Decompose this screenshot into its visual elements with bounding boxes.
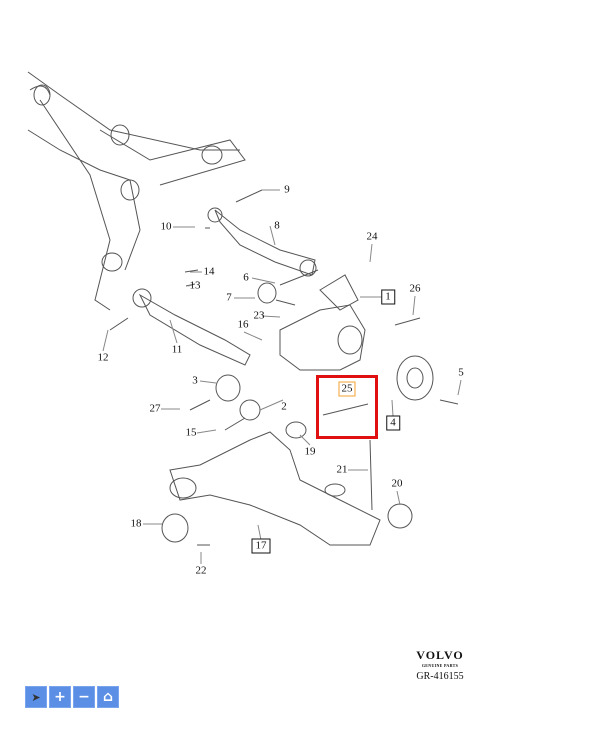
callout-26[interactable]: 26 bbox=[409, 282, 421, 295]
home-button[interactable]: ⌂ bbox=[97, 686, 119, 708]
callout-1[interactable]: 1 bbox=[381, 289, 395, 305]
callout-5[interactable]: 5 bbox=[458, 366, 464, 379]
callout-7[interactable]: 7 bbox=[226, 291, 232, 304]
logo-subtitle: GENUINE PARTS bbox=[421, 663, 459, 668]
callout-13[interactable]: 13 bbox=[189, 279, 201, 292]
callout-8[interactable]: 8 bbox=[274, 219, 280, 232]
logo-brand: VOLVO bbox=[416, 648, 464, 662]
zoom-in-button[interactable]: + bbox=[49, 686, 71, 708]
home-icon: ⌂ bbox=[102, 689, 114, 705]
callout-24[interactable]: 24 bbox=[366, 230, 378, 243]
callout-12[interactable]: 12 bbox=[97, 351, 109, 364]
callout-20[interactable]: 20 bbox=[391, 477, 403, 490]
callout-23[interactable]: 23 bbox=[253, 309, 265, 322]
callout-9[interactable]: 9 bbox=[284, 183, 290, 196]
callout-21[interactable]: 21 bbox=[336, 463, 348, 476]
callout-15[interactable]: 15 bbox=[185, 426, 197, 439]
diagram-toolbar: ➤ + − ⌂ bbox=[25, 686, 119, 708]
callout-4[interactable]: 4 bbox=[386, 415, 400, 431]
cursor-icon: ➤ bbox=[31, 690, 41, 704]
callout-3[interactable]: 3 bbox=[192, 374, 198, 387]
highlight-box bbox=[316, 375, 378, 439]
callout-18[interactable]: 18 bbox=[130, 517, 142, 530]
callout-6[interactable]: 6 bbox=[243, 271, 249, 284]
callout-22[interactable]: 22 bbox=[195, 564, 207, 577]
volvo-logo: VOLVO GENUINE PARTS GR-416155 bbox=[414, 648, 466, 682]
callout-25[interactable]: 25 bbox=[338, 381, 356, 397]
callout-2[interactable]: 2 bbox=[281, 400, 287, 413]
callout-16[interactable]: 16 bbox=[237, 318, 249, 331]
callout-14[interactable]: 14 bbox=[203, 265, 215, 278]
callout-11[interactable]: 11 bbox=[171, 343, 183, 356]
callout-27[interactable]: 27 bbox=[149, 402, 161, 415]
callout-19[interactable]: 19 bbox=[304, 445, 316, 458]
select-tool-button[interactable]: ➤ bbox=[25, 686, 47, 708]
zoom-out-button[interactable]: − bbox=[73, 686, 95, 708]
callout-10[interactable]: 10 bbox=[160, 220, 172, 233]
callout-17[interactable]: 17 bbox=[251, 538, 271, 554]
figure-code: GR-416155 bbox=[416, 671, 464, 682]
